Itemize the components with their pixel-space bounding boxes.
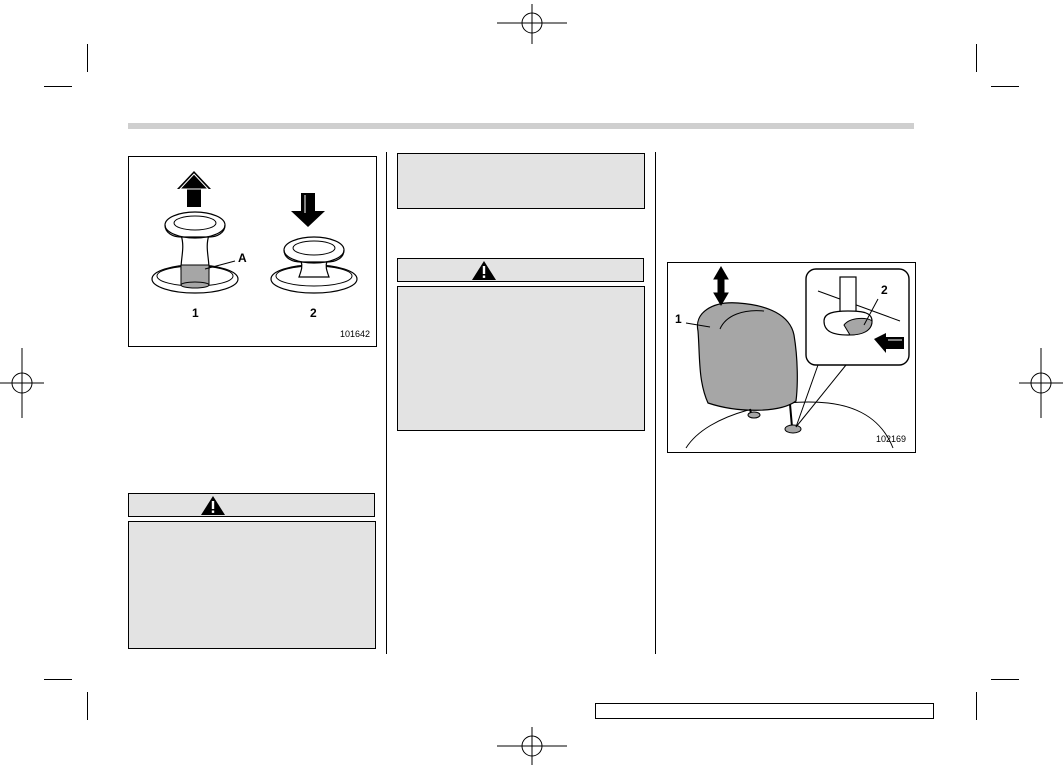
arrow-down-icon xyxy=(291,193,325,227)
warning-header-left xyxy=(128,493,375,517)
item-label-2: 2 xyxy=(310,306,317,320)
header-bar xyxy=(128,123,914,129)
figure-lock-knob: A 1 2 101642 xyxy=(128,156,377,347)
warning-triangle-icon xyxy=(201,496,225,515)
warning-header-middle xyxy=(397,258,644,282)
figure-code: 102169 xyxy=(876,434,907,444)
item-label-1: 1 xyxy=(192,306,199,320)
warning-body-left xyxy=(128,521,376,649)
registration-mark-left xyxy=(0,348,44,418)
callout-a: A xyxy=(238,251,247,265)
warning-triangle-icon xyxy=(472,261,496,280)
warning-body-middle xyxy=(397,286,645,431)
registration-mark-top xyxy=(497,4,567,44)
footer-box xyxy=(595,703,934,719)
arrow-up-icon xyxy=(177,171,211,207)
head-restraint-illustration xyxy=(685,266,910,449)
column-divider-left xyxy=(386,152,387,654)
figure-code: 101642 xyxy=(340,329,371,339)
registration-mark-right xyxy=(1019,348,1063,418)
item-label-1: 1 xyxy=(675,312,682,326)
item-label-2: 2 xyxy=(881,283,888,297)
column-divider-right xyxy=(655,152,656,654)
lock-knob-illustration xyxy=(151,171,358,294)
note-box xyxy=(397,153,645,209)
arrow-press-icon xyxy=(874,333,904,353)
arrow-up-down-icon xyxy=(713,266,729,306)
registration-mark-bottom xyxy=(497,727,567,765)
figure-head-restraint: 1 2 102169 xyxy=(667,262,916,453)
